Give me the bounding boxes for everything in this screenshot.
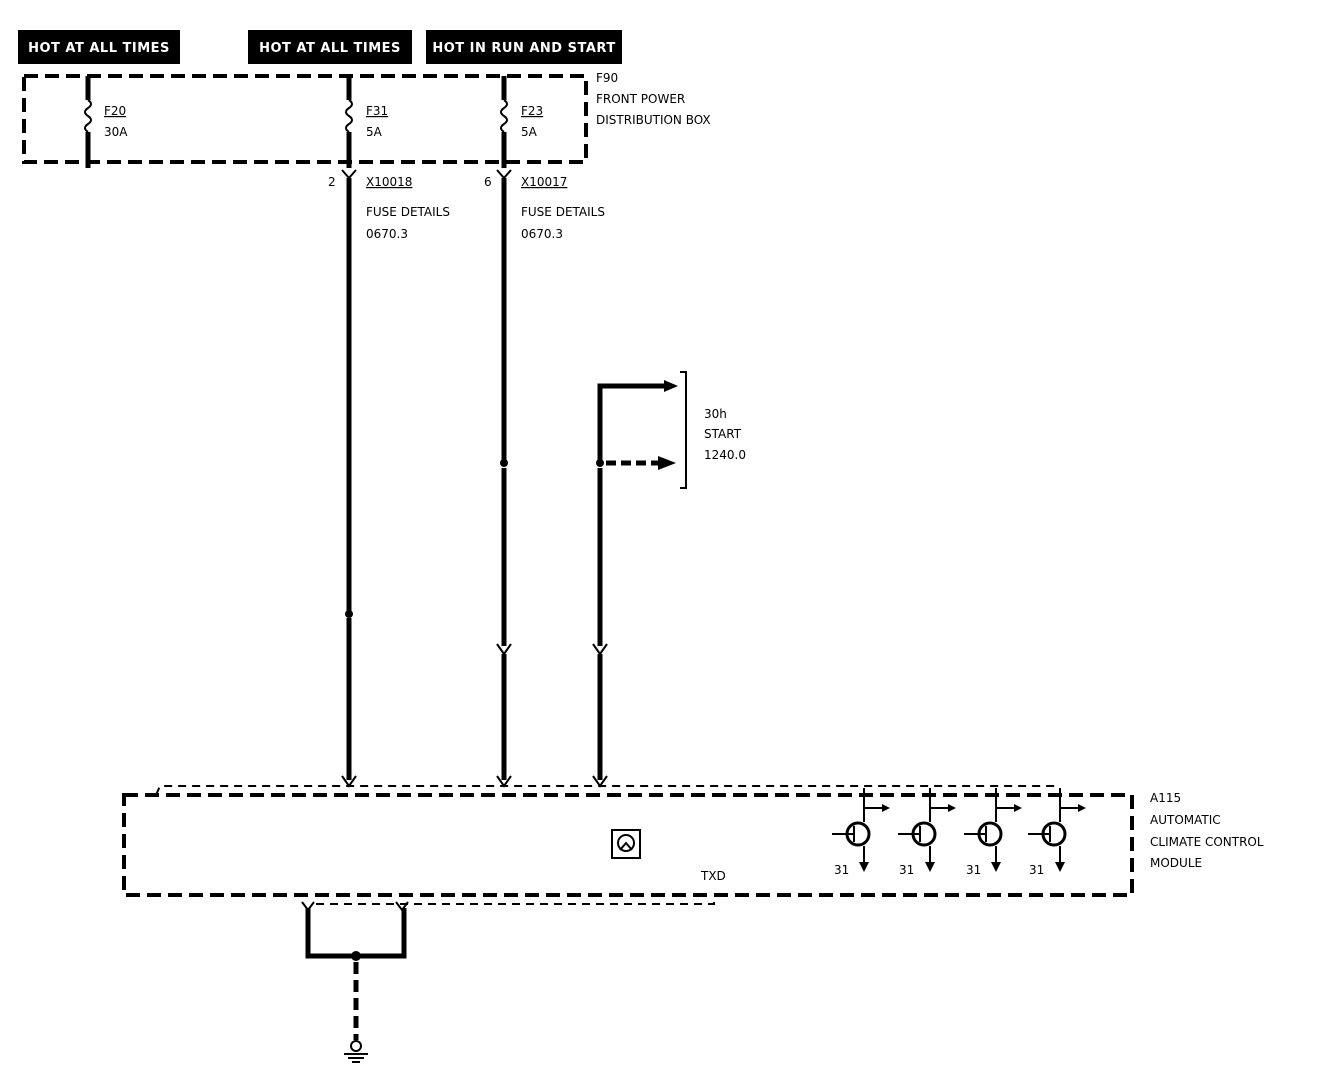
fuse-f23-rating: 5A [521, 125, 538, 139]
transistor-icon-2 [898, 788, 956, 872]
connector-x10018-detail2: 0670.3 [366, 227, 408, 241]
ground-symbol-icon [344, 1040, 368, 1063]
header-text: HOT IN RUN AND START [432, 41, 615, 56]
header-text: HOT AT ALL TIMES [28, 41, 170, 56]
fuse-f31 [345, 76, 353, 168]
reference-line3: 1240.0 [704, 448, 746, 462]
connector-x10017-detail2: 0670.3 [521, 227, 563, 241]
header-text: HOT AT ALL TIMES [259, 41, 401, 56]
fuse-f23 [500, 76, 508, 168]
connector-x10017-name: X10017 [521, 175, 567, 189]
transistor-2-ground: 31 [899, 863, 914, 877]
wire-f31-to-module [341, 178, 357, 788]
header-hot-at-all-times-2: HOT AT ALL TIMES [248, 30, 412, 64]
module-name-line3: MODULE [1150, 856, 1202, 870]
transistor-icon-1 [832, 788, 890, 872]
reference-line2: START [704, 427, 742, 441]
fuse-f31-name: F31 [366, 104, 388, 118]
module-inner-bus [155, 785, 1060, 796]
connector-x10018-name: X10018 [366, 175, 412, 189]
txd-label: TXD [700, 869, 726, 883]
module-name-line1: AUTOMATIC [1150, 813, 1221, 827]
connector-x10018-pin: 2 [328, 175, 336, 189]
wire-f23-to-module [496, 178, 512, 788]
power-box-id: F90 [596, 71, 618, 85]
ground-wire [301, 896, 715, 1040]
header-hot-in-run-and-start: HOT IN RUN AND START [426, 30, 622, 64]
fuse-f20-name: F20 [104, 104, 126, 118]
fuse-f31-rating: 5A [366, 125, 383, 139]
fuse-f23-name: F23 [521, 104, 543, 118]
connector-x10017 [496, 169, 512, 180]
transistor-1-ground: 31 [834, 863, 849, 877]
connector-x10017-detail1: FUSE DETAILS [521, 205, 605, 219]
transistor-icon-3 [964, 788, 1022, 872]
power-box-name-line2: DISTRIBUTION BOX [596, 113, 711, 127]
header-hot-at-all-times-1: HOT AT ALL TIMES [18, 30, 180, 64]
reference-line1: 30h [704, 407, 727, 421]
module-electronic-icon [611, 829, 641, 859]
connector-x10017-pin: 6 [484, 175, 492, 189]
power-distribution-box-outline [22, 74, 588, 164]
transistor-3-ground: 31 [966, 863, 981, 877]
transistor-4-ground: 31 [1029, 863, 1044, 877]
connector-x10018-detail1: FUSE DETAILS [366, 205, 450, 219]
wire-start-signal [592, 380, 678, 788]
module-id: A115 [1150, 791, 1181, 805]
transistor-icon-4 [1028, 788, 1086, 872]
fuse-f20 [84, 76, 92, 168]
climate-control-module-outline [122, 793, 1134, 897]
power-box-name-line1: FRONT POWER [596, 92, 685, 106]
reference-bracket [680, 371, 687, 489]
fuse-f20-rating: 30A [104, 125, 128, 139]
module-name-line2: CLIMATE CONTROL [1150, 835, 1264, 849]
connector-x10018 [341, 169, 357, 180]
